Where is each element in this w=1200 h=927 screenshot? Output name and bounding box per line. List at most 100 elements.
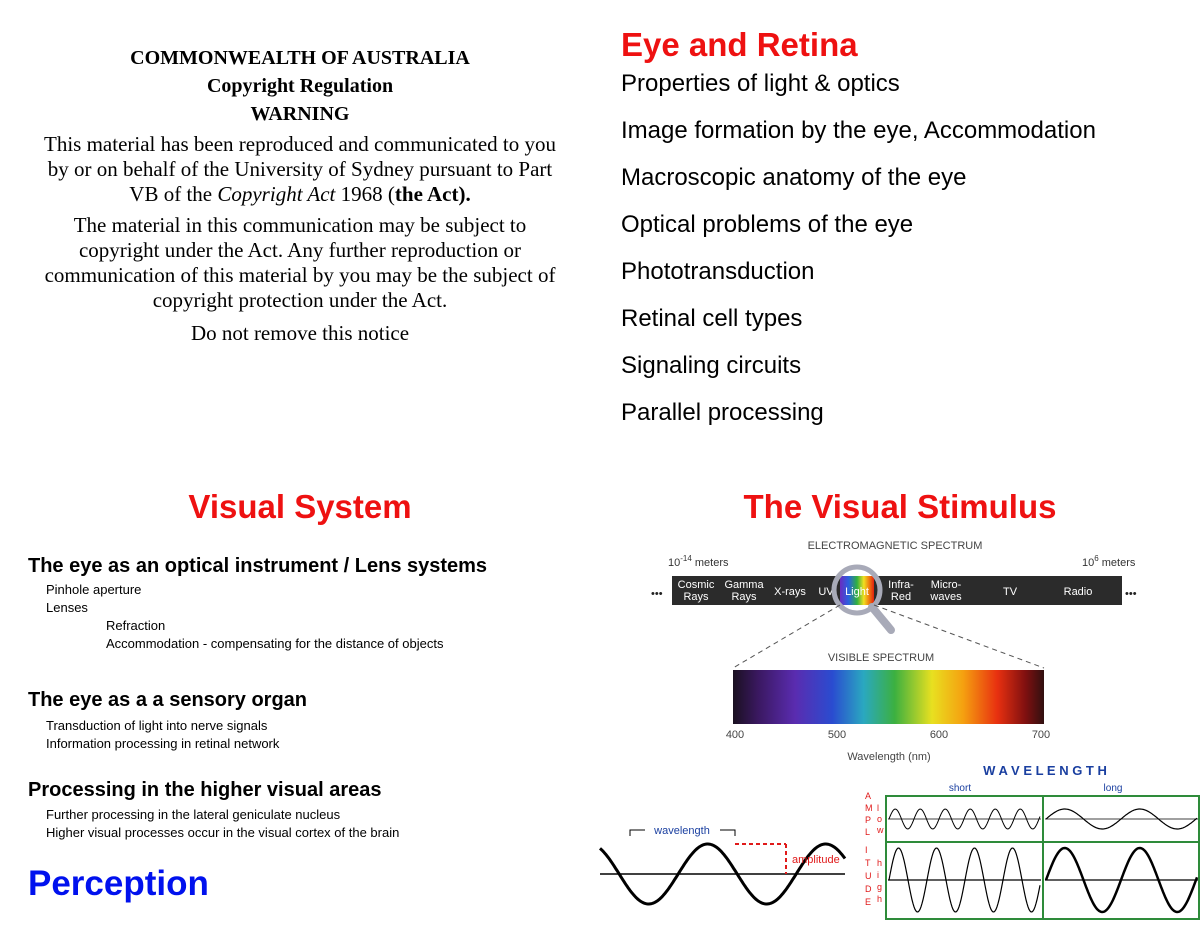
section-heading-optical: The eye as an optical instrument / Lens … [28,555,488,577]
copyright-paragraph-2: The material in this communication may b… [44,213,556,312]
magnifier-icon [831,564,895,634]
zoom-line-right [873,604,1045,669]
axis-letter: w [876,825,884,835]
axis-letter: P [865,815,871,825]
wavelength-tick: 700 [1032,729,1050,741]
band-label: Cosmic [678,579,715,591]
right-range-label: 106 meters [1082,554,1136,569]
para1-italic: Copyright Act [217,182,336,206]
band-label: Rays [683,591,709,603]
topic-item: Macroscopic anatomy of the eye [621,164,967,191]
para1-text: This material has been reproduced and co… [44,132,556,206]
list-item: Further processing in the lateral genicu… [46,807,341,822]
topic-item: Properties of light & optics [621,70,900,97]
list-item: Lenses [46,600,88,615]
wavelength-tick: 400 [726,729,744,741]
band-label: Rays [731,591,757,603]
long-label: long [1104,783,1123,794]
amplitude-label: amplitude [792,854,840,866]
amplitude-axis-label: A M P L I T U D E l o w h i g h [865,791,884,907]
em-spectrum-title: ELECTROMAGNETIC SPECTRUM [808,540,983,552]
axis-letter: i [877,870,879,880]
wave-line [598,842,847,906]
visual-system-title: Visual System [188,488,412,525]
list-item: Information processing in retinal networ… [46,736,280,751]
right-range-base: 10 [1082,557,1094,569]
wavelength-axis-label: Wavelength (nm) [847,751,930,763]
copyright-warning: WARNING [250,103,350,125]
wavelength-label: wavelength [653,825,710,837]
band-label: UV [818,586,834,598]
right-range-exp: 6 [1094,554,1099,563]
band-label: Micro- [931,579,962,591]
section-heading-higher-areas: Processing in the higher visual areas [28,779,382,801]
wavelength-grid-header: W A V E L E N G T H [983,763,1107,778]
em-spectrum-bar [672,576,1122,605]
right-range-unit: meters [1099,557,1136,569]
left-ellipsis: ••• [651,588,663,600]
copyright-notice-line: Do not remove this notice [190,321,410,345]
axis-letter: h [877,894,882,904]
wave-short-high [888,847,1041,913]
axis-letter: L [865,827,870,837]
right-ellipsis: ••• [1125,588,1137,600]
copyright-notice: COMMONWEALTH OF AUSTRALIA Copyright Regu… [40,46,560,346]
light-band [840,576,874,605]
wavelength-tick: 600 [930,729,948,741]
copyright-paragraph-1: This material has been reproduced and co… [40,132,560,207]
axis-letter: D [865,884,872,894]
wavelength-bracket [720,829,736,836]
band-label: TV [1003,586,1018,598]
band-label: Radio [1064,586,1093,598]
para1-text-b: 1968 ( [335,182,395,206]
list-item: Pinhole aperture [46,582,142,597]
section-heading-sensory: The eye as a a sensory organ [28,689,308,711]
eye-retina-title: Eye and Retina [621,26,858,63]
para1-bold: the Act). [394,182,471,206]
band-label: Light [845,586,869,598]
axis-letter: g [877,882,882,892]
band-label: waves [929,591,962,603]
axis-letter: I [865,845,868,855]
short-label: short [949,783,971,794]
left-range-unit: meters [692,557,729,569]
axis-letter: E [865,897,871,907]
wave-short-low [888,808,1041,830]
topic-item: Phototransduction [621,258,815,285]
left-range-label: 10-14 meters [668,554,729,569]
list-subitem: Refraction [106,618,166,633]
topic-item: Optical problems of the eye [621,211,914,238]
band-label: X-rays [774,586,806,598]
left-range-base: 10 [668,557,680,569]
copyright-subheading: Copyright Regulation [206,75,394,97]
wave-grid [885,795,1200,920]
wave-long-low [1045,808,1198,830]
axis-letter: T [865,858,871,868]
perception-title: Perception [28,864,209,903]
axis-letter: U [865,871,872,881]
list-item: Transduction of light into nerve signals [46,718,268,733]
visible-spectrum-bar [733,670,1044,724]
band-label: Red [891,591,911,603]
band-label: Gamma [724,579,764,591]
topic-item: Signaling circuits [621,352,802,379]
visual-stimulus-title: The Visual Stimulus [743,488,1057,525]
axis-letter: h [877,858,882,868]
eye-retina-topic-list: Properties of light & optics Image forma… [621,72,1096,448]
topic-item: Parallel processing [621,399,824,426]
left-range-exp: -14 [680,554,692,563]
list-subitem: Accommodation - compensating for the dis… [106,636,444,651]
axis-letter: M [865,803,873,813]
zoom-line-left [732,604,841,669]
axis-letter: l [877,803,879,813]
axis-letter: A [865,791,871,801]
band-label: Infra- [888,579,914,591]
wave-diagram: wavelength amplitude [598,825,847,906]
topic-item: Retinal cell types [621,305,803,332]
visible-spectrum-title: VISIBLE SPECTRUM [828,652,934,664]
topic-item: Image formation by the eye, Accommodatio… [621,117,1096,144]
copyright-heading: COMMONWEALTH OF AUSTRALIA [130,47,470,69]
wavelength-tick: 500 [828,729,846,741]
wave-long-high [1044,846,1199,914]
